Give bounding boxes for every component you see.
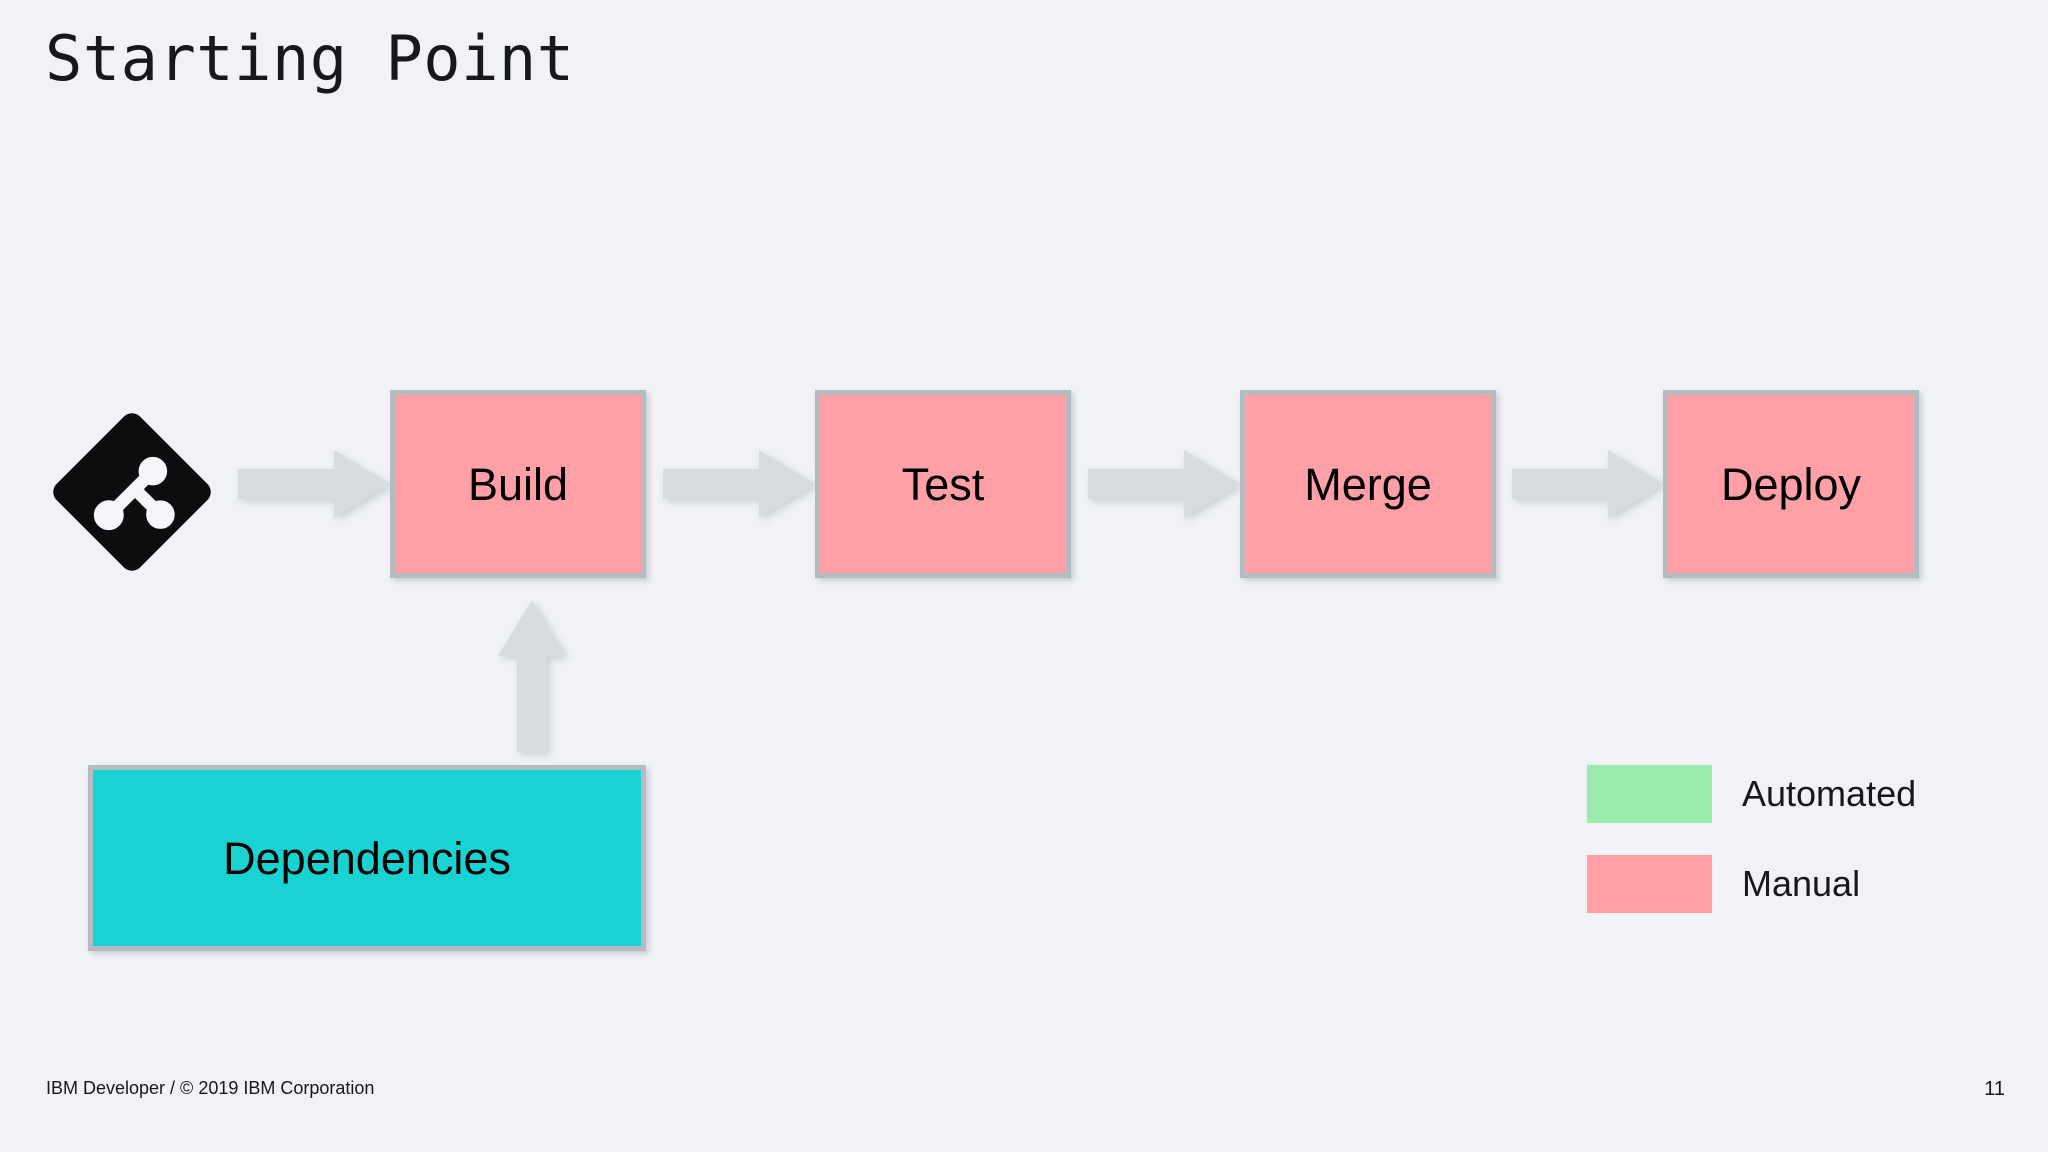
- legend-swatch-manual: [1587, 855, 1712, 913]
- footer-page-number: 11: [1984, 1078, 2005, 1100]
- dependencies-label: Dependencies: [223, 832, 511, 884]
- arrow-test-to-merge: [1088, 450, 1240, 518]
- page-title: Starting Point: [45, 22, 575, 95]
- footer-copyright: IBM Developer / © 2019 IBM Corporation: [46, 1078, 375, 1098]
- pipeline-stage-build[interactable]: Build: [390, 390, 646, 578]
- stage-label: Test: [901, 458, 985, 510]
- legend-label-automated: Automated: [1742, 773, 1917, 814]
- arrow-build-to-test: [663, 450, 815, 518]
- legend-item-manual: Manual: [1587, 854, 1916, 914]
- stage-label: Merge: [1304, 458, 1432, 510]
- pipeline-stage-test[interactable]: Test: [815, 390, 1071, 578]
- pipeline-stage-merge[interactable]: Merge: [1240, 390, 1496, 578]
- stage-label: Build: [467, 458, 569, 510]
- dependencies-box[interactable]: Dependencies: [88, 765, 646, 951]
- arrow-dependencies-to-build: [498, 600, 566, 752]
- arrow-merge-to-deploy: [1512, 450, 1664, 518]
- legend-item-automated: Automated: [1587, 764, 1916, 824]
- stage-label: Deploy: [1720, 458, 1862, 510]
- git-logo-icon: [50, 410, 214, 574]
- pipeline-stage-deploy[interactable]: Deploy: [1663, 390, 1919, 578]
- arrow-source-to-build: [238, 450, 390, 518]
- legend-label-manual: Manual: [1742, 863, 1861, 904]
- legend-swatch-automated: [1587, 765, 1712, 823]
- legend: Automated Manual: [1587, 764, 1916, 914]
